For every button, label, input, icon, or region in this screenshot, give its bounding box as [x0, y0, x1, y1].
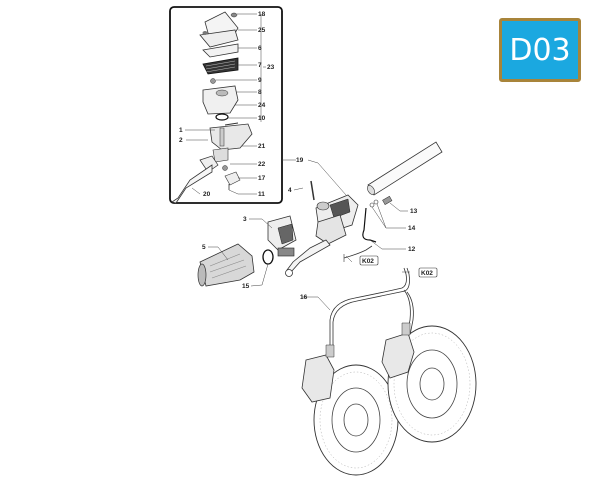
brake-disc-left	[301, 344, 399, 476]
callout-8: 8	[258, 89, 262, 96]
reference-k02-upper: K02	[359, 255, 379, 266]
callout-7: 7	[258, 62, 262, 69]
callout-5: 5	[202, 244, 206, 251]
svg-text:K02: K02	[421, 270, 433, 277]
callout-18: 18	[258, 11, 266, 18]
callout-22: 22	[258, 161, 266, 168]
callout-3: 3	[243, 216, 247, 223]
callout-6: 6	[258, 45, 262, 52]
callout-23: 23	[267, 64, 275, 71]
callout-11: 11	[258, 191, 265, 198]
handlebar-tube	[367, 141, 443, 196]
callout-14: 14	[408, 225, 416, 232]
callout-4: 4	[288, 187, 292, 194]
callout-10: 10	[258, 115, 266, 122]
brake-disc-right	[381, 322, 477, 443]
banjo-bolt-and-washers	[362, 195, 393, 243]
callout-16: 16	[300, 294, 308, 301]
inset-master-cylinder-detail: 18 25 6 7 23 9 8 24 10 1 2 21 22 17 11 2…	[169, 6, 283, 204]
callout-15: 15	[242, 283, 250, 290]
master-cylinder	[285, 180, 359, 277]
callout-9: 9	[258, 77, 262, 84]
callout-13: 13	[410, 208, 418, 215]
callout-2: 2	[179, 137, 183, 144]
callout-1: 1	[179, 127, 183, 134]
grip	[197, 243, 295, 287]
switch-housing	[267, 215, 297, 251]
callout-19: 19	[296, 157, 304, 164]
callout-21: 21	[258, 143, 266, 150]
callout-25: 25	[258, 27, 266, 34]
reference-k02-lower: K02	[418, 267, 438, 278]
diagram-code-badge: D03	[499, 18, 581, 82]
callout-24: 24	[258, 102, 266, 109]
callout-17: 17	[258, 175, 266, 182]
brake-hose	[329, 267, 414, 350]
callout-20: 20	[203, 191, 211, 198]
callout-12: 12	[408, 246, 416, 253]
svg-text:K02: K02	[362, 258, 374, 265]
